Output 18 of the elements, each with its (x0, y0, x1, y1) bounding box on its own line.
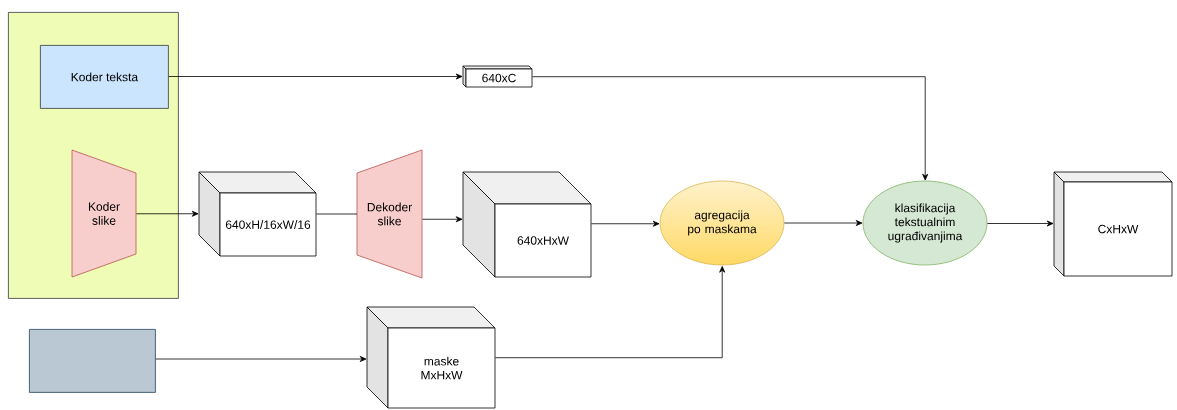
trapezoid-block: Dekoder slike (356, 149, 423, 279)
trapezoid-block: Koder slike (71, 149, 137, 278)
tensor-cube: CxHxW (1053, 171, 1173, 277)
arrow (422, 216, 463, 223)
process-box: Koder teksta (40, 45, 169, 109)
tensor-cube: 640xH/16xW/16 (198, 171, 317, 257)
empty-box (29, 329, 156, 393)
arrow (495, 266, 726, 359)
arrow (155, 356, 367, 362)
arrow (168, 73, 463, 80)
arrow (784, 220, 863, 226)
tensor-cube: maske MxHxW (366, 306, 496, 409)
tensor-cube: 640xC (462, 65, 533, 88)
tensor-cube: 640xHxW (462, 171, 592, 278)
arrow (136, 210, 199, 217)
arrow (532, 76, 929, 181)
arrow (591, 220, 660, 227)
arrow (987, 220, 1054, 227)
